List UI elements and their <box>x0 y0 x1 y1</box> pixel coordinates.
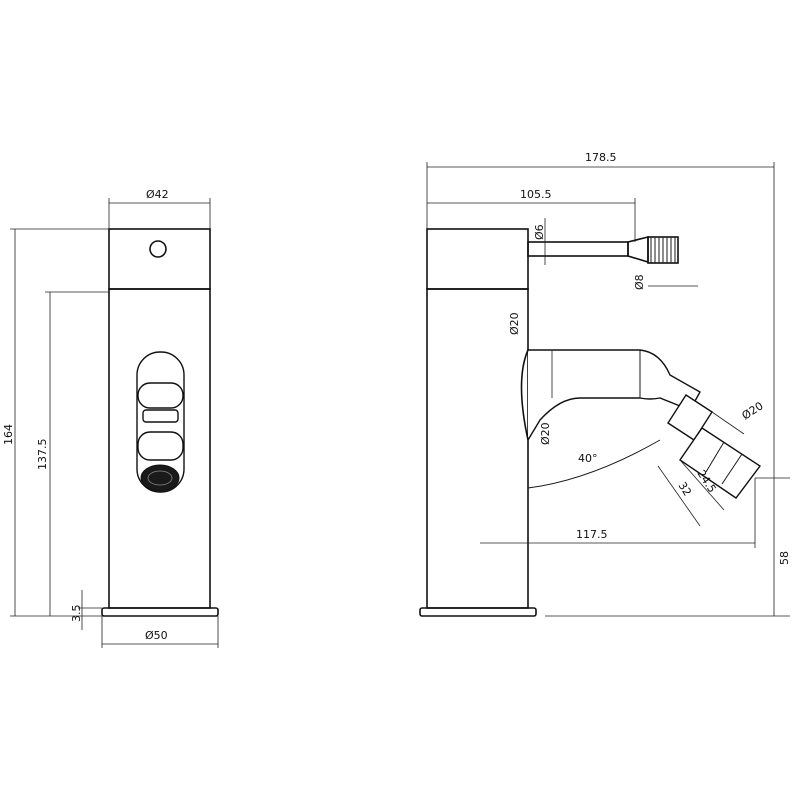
front-lever-hole <box>149 240 167 258</box>
side-top-cap <box>426 228 529 290</box>
side-lever <box>527 241 629 257</box>
front-spout-upper <box>137 382 184 409</box>
side-view: 178.5 105.5 Ø6 Ø8 Ø20 Ø20 Ø20 40° 32 24.… <box>419 151 791 617</box>
dim-nozzle-diameter: Ø20 <box>740 399 766 422</box>
front-view: Ø42 164 137.5 3.5 Ø50 <box>2 188 219 648</box>
dim-top-diameter: Ø42 <box>146 188 169 201</box>
front-aerator-inner <box>147 470 173 486</box>
side-lever-taper <box>627 235 649 264</box>
dim-lever-diameter: Ø6 <box>533 224 546 240</box>
front-base-plate <box>101 607 219 617</box>
side-nozzle <box>667 394 762 499</box>
dim-spout-height: 58 <box>778 551 791 565</box>
front-aerator <box>140 464 180 492</box>
dim-spout-diameter: Ø20 <box>539 422 552 445</box>
dim-base-thickness: 3.5 <box>70 605 83 623</box>
side-spray-arc <box>527 439 661 489</box>
dim-body-height: 137.5 <box>36 439 49 471</box>
dim-base-diameter: Ø50 <box>145 629 168 642</box>
dim-lever-tip-diameter: Ø8 <box>633 274 646 290</box>
side-spout <box>527 349 701 441</box>
dim-total-height: 164 <box>2 424 15 445</box>
dim-lever-length: 105.5 <box>520 188 552 201</box>
dim-overall-length: 178.5 <box>585 151 617 164</box>
side-spout-outline <box>520 349 529 441</box>
front-top-cap <box>108 228 211 290</box>
dim-nozzle-length: 32 <box>675 480 694 499</box>
front-spout-joint <box>142 409 179 423</box>
dim-spout-reach: 117.5 <box>576 528 608 541</box>
dim-spout-angle: 40° <box>578 452 598 465</box>
side-base-plate <box>419 607 537 617</box>
front-spout-lower <box>137 431 184 461</box>
side-lever-knurl <box>650 237 676 263</box>
dim-body-diameter: Ø20 <box>508 312 521 335</box>
side-knurled-body <box>426 288 529 609</box>
